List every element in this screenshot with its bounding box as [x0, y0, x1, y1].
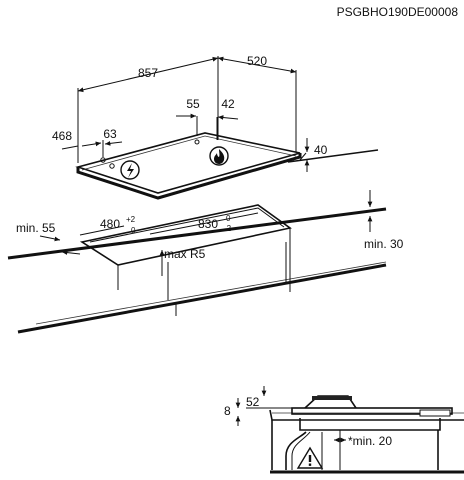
dim-depth-label: 520 — [247, 54, 267, 68]
countertop-top-line — [287, 149, 379, 163]
dim-cutout-depth-label: 480 — [100, 217, 120, 231]
dim-section-clearance-label: *min. 20 — [348, 434, 392, 448]
hob-edge — [76, 153, 302, 200]
dim-cutout-depth: 480 +2 0 — [79, 215, 136, 236]
dim-min-side: min. 55 — [16, 221, 81, 255]
product-code: PSGBHO190DE00008 — [337, 5, 459, 19]
dim-cutout-width-label: 830 — [198, 217, 218, 231]
dim-section-left-label: 8 — [224, 404, 231, 418]
dim-cutout-width-tol-top: 0 — [226, 214, 231, 223]
electric-warning-icon — [120, 160, 140, 180]
dim-left: 468 63 — [52, 127, 123, 157]
dim-min-below-label: min. 30 — [364, 237, 404, 251]
dim-center-b-label: 42 — [221, 97, 235, 111]
dim-left-offset-label: 468 — [52, 129, 72, 143]
dim-cutout-width: 830 0 -2 — [149, 212, 259, 235]
flame-icon — [209, 146, 229, 166]
dim-min-side-label: min. 55 — [16, 221, 56, 235]
dim-left-burner-label: 63 — [103, 127, 117, 141]
dim-height: 40 — [304, 138, 328, 172]
dim-depth: 520 — [217, 54, 297, 152]
dim-cutout-depth-tol-top: +2 — [126, 215, 136, 224]
hob-drawing — [75, 132, 302, 200]
section-drawing — [269, 395, 464, 474]
dim-center: 55 42 — [176, 97, 239, 140]
dim-min-below: min. 30 — [364, 190, 404, 251]
dim-height-label: 40 — [314, 143, 328, 157]
dim-cutout-width-tol-bottom: -2 — [224, 224, 232, 233]
dim-section-clearance: *min. 20 — [334, 430, 392, 448]
dim-section-left: 8 — [224, 398, 241, 426]
dim-center-a-label: 55 — [186, 97, 200, 111]
dim-section-top: 52 — [246, 386, 292, 409]
dim-section-top-label: 52 — [246, 395, 260, 409]
dim-cutout-depth-tol-bottom: 0 — [131, 226, 136, 235]
dim-width-label: 857 — [138, 66, 158, 80]
warning-triangle-icon — [296, 446, 324, 469]
cutout-drawing — [7, 204, 387, 334]
dim-radius: max R5 — [159, 247, 206, 276]
dim-radius-label: max R5 — [164, 247, 206, 261]
